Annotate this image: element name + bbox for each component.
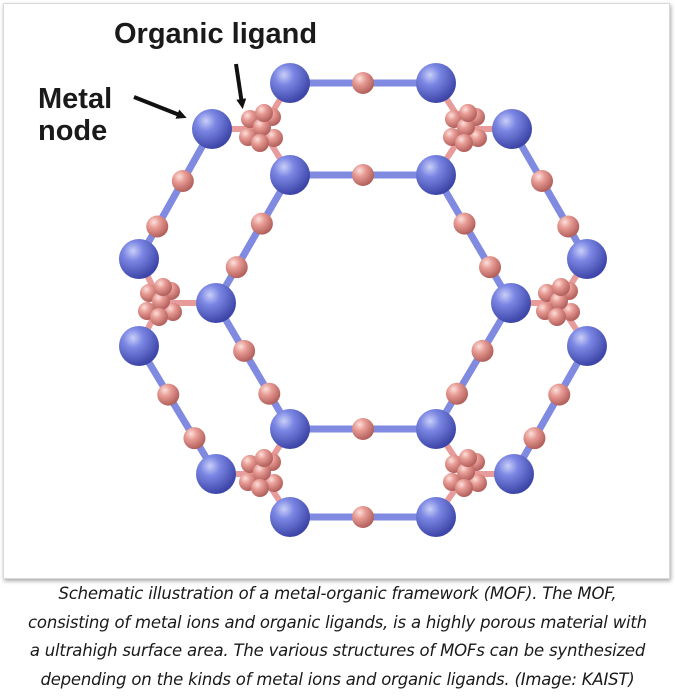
- bond-line: [508, 125, 591, 263]
- ligand-cluster-ball: [455, 134, 473, 152]
- metal-node: [494, 454, 534, 494]
- bond-line: [212, 299, 294, 433]
- ligand-ball: [548, 383, 571, 406]
- ligand-ball: [171, 170, 194, 192]
- ligand-ball: [250, 212, 273, 235]
- organic-ligands: [146, 72, 580, 528]
- ligand-clusters: [138, 104, 580, 497]
- ligand-cluster-ball: [459, 449, 477, 467]
- ligand-cluster-ball: [562, 303, 580, 321]
- figure-frame: Organic ligand Metal node: [3, 3, 670, 579]
- metal-node-label-line1: Metal: [38, 83, 113, 115]
- ligand-cluster-ball: [152, 292, 170, 310]
- metal-node: [270, 409, 310, 449]
- ligand-ball: [352, 164, 374, 186]
- caption-line: Schematic illustration of a metal-organi…: [58, 584, 617, 603]
- metal-node: [196, 454, 236, 494]
- metal-node: [492, 109, 532, 149]
- ligand-ball: [352, 506, 374, 528]
- ligand-ball: [146, 215, 169, 238]
- metal-node-label-line2: node: [38, 114, 108, 147]
- ligand-cluster-ball: [251, 134, 269, 152]
- bond-line: [432, 299, 515, 433]
- ligand-ball: [183, 427, 206, 450]
- ligand-cluster-ball: [255, 104, 273, 122]
- ligand-cluster-ball: [469, 129, 487, 147]
- bond-line: [212, 171, 294, 307]
- metal-node: [416, 155, 456, 195]
- ligand-ball: [523, 427, 546, 450]
- metal-node: [119, 239, 159, 279]
- ligand-ball: [531, 170, 553, 192]
- bond-line: [135, 342, 220, 478]
- ligand-cluster-ball: [265, 474, 283, 492]
- ligand-ball: [471, 339, 494, 362]
- ligand-cluster-ball: [150, 308, 168, 326]
- bond-line: [135, 125, 216, 263]
- metal-node-label: Metal node: [38, 83, 113, 148]
- bond-line: [510, 342, 591, 478]
- arrow-to-metal-node: [133, 95, 187, 119]
- mof-structure-diagram: [119, 63, 607, 537]
- ligand-cluster-ball: [154, 278, 172, 296]
- ligand-cluster-ball: [550, 292, 568, 310]
- ligand-cluster-ball: [552, 278, 570, 296]
- ligand-ball: [258, 382, 281, 405]
- ligand-ball: [225, 256, 248, 279]
- ligand-ball: [157, 383, 180, 406]
- metal-node: [491, 283, 531, 323]
- ligand-ball: [453, 212, 476, 235]
- arrow-to-ligand: [234, 63, 247, 109]
- ligand-cluster-ball: [253, 118, 271, 136]
- ligand-ball: [479, 256, 501, 279]
- metal-node: [270, 63, 310, 103]
- metal-nodes: [119, 63, 607, 537]
- ligand-cluster-ball: [548, 308, 566, 326]
- ligand-ball: [233, 339, 256, 362]
- metal-node: [192, 109, 232, 149]
- ligand-cluster-ball: [255, 449, 273, 467]
- ligand-cluster-ball: [251, 479, 269, 497]
- ligand-cluster-ball: [459, 104, 477, 122]
- metal-node: [416, 63, 456, 103]
- caption-line: depending on the kinds of metal ions and…: [40, 669, 635, 689]
- metal-node: [270, 497, 310, 537]
- ligand-cluster-ball: [457, 118, 475, 136]
- ligand-ball: [352, 418, 374, 440]
- organic-ligand-label: Organic ligand: [114, 18, 318, 50]
- ligand-cluster-ball: [265, 129, 283, 147]
- metal-node: [270, 155, 310, 195]
- figure-caption: Schematic illustration of a metal-organi…: [0, 580, 675, 694]
- caption-line: consisting of metal ions and organic lig…: [28, 612, 647, 632]
- ligand-cluster-ball: [164, 303, 182, 321]
- metal-node: [416, 497, 456, 537]
- metal-node: [416, 409, 456, 449]
- metal-node: [567, 326, 607, 366]
- ligand-ball: [557, 215, 580, 238]
- metal-node: [567, 239, 607, 279]
- ligand-ball: [352, 72, 374, 94]
- ligand-cluster-ball: [253, 463, 271, 481]
- bond-line: [432, 171, 515, 307]
- label-arrows: [133, 63, 247, 119]
- ligand-cluster-ball: [455, 479, 473, 497]
- metal-node: [119, 326, 159, 366]
- caption-line: a ultrahigh surface area. The various st…: [29, 641, 646, 660]
- metal-node: [196, 283, 236, 323]
- ligand-ball: [446, 382, 468, 405]
- ligand-cluster-ball: [469, 474, 487, 492]
- ligand-cluster-ball: [457, 463, 475, 481]
